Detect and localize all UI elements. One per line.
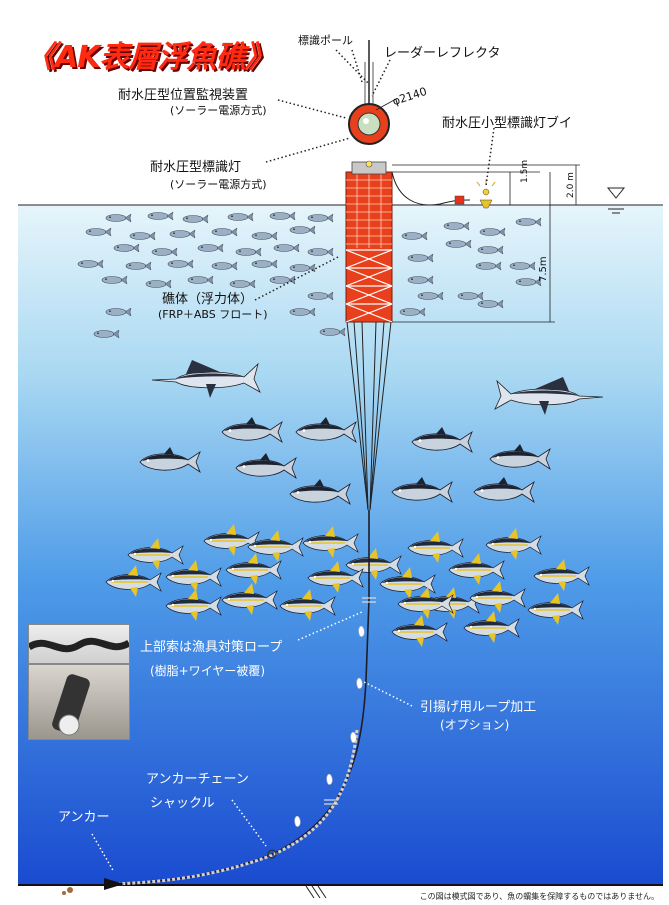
reef-body-sub-label: (FRP＋ABS フロート) <box>158 308 268 321</box>
anchor-chain-label: アンカーチェーン <box>146 772 249 787</box>
lifting-loop-label: 引揚げ用ループ加工 <box>420 700 537 715</box>
lifting-loop-sub-label: (オプション) <box>440 718 510 732</box>
lifting-loops <box>294 625 365 827</box>
small-buoy-label: 耐水圧小型標識灯ブイ <box>442 116 573 131</box>
leader-lines <box>254 49 495 301</box>
light-sub-label: (ソーラー電源方式) <box>170 178 267 191</box>
anchor-chain <box>114 729 359 886</box>
mooring-lines <box>346 321 392 511</box>
monitor-label: 耐水圧型位置監視装置 <box>118 88 249 103</box>
dimension-lines <box>392 164 580 323</box>
leader-lines-white <box>91 611 413 873</box>
radar-reflector-label: レーダーレフレクタ <box>384 46 501 61</box>
page-title: 《AK表層浮魚礁》 <box>26 40 274 75</box>
dim-2-0m: 2.0 m <box>566 172 576 198</box>
sky-area <box>0 0 669 205</box>
pole-label: 標識ポール <box>298 34 353 47</box>
small-buoy-float <box>454 195 465 205</box>
rope-label: 上部索は漁具対策ロープ <box>140 640 283 655</box>
reef-body-label: 礁体（浮力体） <box>162 292 254 307</box>
dim-7-5m: 7.5m <box>538 256 549 282</box>
disclaimer-footnote: この図は模式図であり、魚の蝟集を保障するものではありません。 <box>419 892 659 901</box>
sea-level-mark <box>604 187 628 214</box>
rope-sub-label: (樹脂+ワイヤー被覆) <box>150 664 266 678</box>
shackle-markers <box>267 597 376 859</box>
position-monitor-device <box>348 40 397 145</box>
rope-photo-2 <box>28 664 130 740</box>
rope-photo-1 <box>27 624 131 664</box>
reef-body <box>345 160 393 323</box>
anchor-block <box>62 878 327 899</box>
anchor-label: アンカー <box>58 810 110 825</box>
light-label: 耐水圧型標識灯 <box>150 160 242 175</box>
shackle-label: シャックル <box>150 796 215 811</box>
small-light-buoy <box>476 179 496 209</box>
dim-1-5m: 1.5m <box>520 159 530 183</box>
monitor-sub-label: (ソーラー電源方式) <box>170 104 267 117</box>
